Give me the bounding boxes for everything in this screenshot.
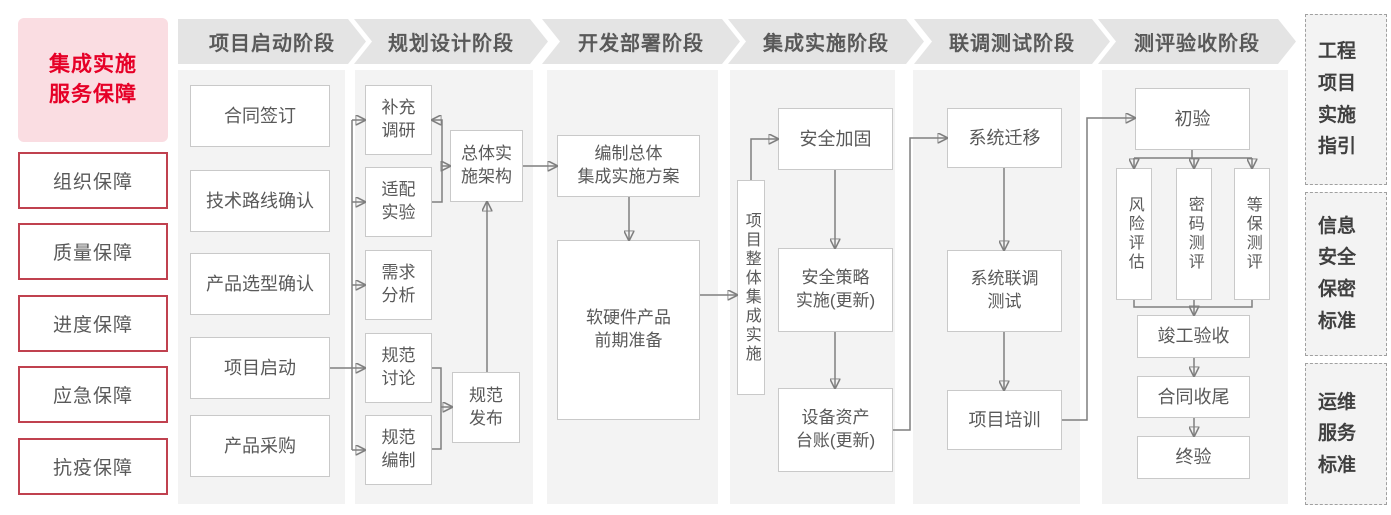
- standard-row: 标准: [1318, 454, 1357, 476]
- box-line: 测试: [987, 292, 1022, 311]
- box-spec-discussion: 规范 讨论: [365, 333, 432, 403]
- phase-header-acceptance: 测评验收阶段: [1098, 19, 1296, 64]
- box-classified-protection-evaluation: 等保测评: [1234, 168, 1270, 300]
- standard-row: 实施: [1318, 104, 1357, 126]
- box-spec-drafting: 规范 编制: [365, 415, 432, 485]
- box-line: 编制总体: [594, 144, 663, 164]
- box-overall-implementation-architecture: 总体实 施架构: [450, 130, 523, 202]
- box-security-policy-update: 安全策略 实施(更新): [778, 248, 893, 332]
- box-line: 发布: [469, 408, 503, 428]
- sidebar-item-quality: 质量保障: [18, 223, 168, 280]
- box-line: 实验: [381, 203, 416, 222]
- box-line: 施架构: [461, 167, 512, 186]
- box-product-selection-confirm: 产品选型确认: [190, 253, 330, 315]
- standard-row: 指引: [1318, 136, 1357, 158]
- standard-row: 项目: [1318, 72, 1357, 94]
- box-line: 编制: [381, 451, 416, 470]
- standard-project-implementation-guide: 工程 项目 实施 指引: [1305, 14, 1387, 185]
- standard-row: 工程: [1318, 41, 1357, 63]
- box-line: 软硬件产品: [586, 308, 671, 328]
- box-line: 设备资产: [801, 408, 870, 428]
- sidebar-title-line1: 集成实施: [49, 52, 137, 76]
- standard-infosec-confidentiality: 信息 安全 保密 标准: [1305, 192, 1387, 356]
- sidebar-title: 集成实施 服务保障: [18, 18, 168, 142]
- sidebar-item-epidemic: 抗疫保障: [18, 438, 168, 495]
- standard-row: 安全: [1318, 247, 1357, 269]
- box-project-training: 项目培训: [947, 390, 1062, 450]
- box-risk-assessment: 风险评估: [1116, 168, 1152, 300]
- box-adaptation-experiment: 适配 实验: [365, 167, 432, 237]
- box-tech-route-confirm: 技术路线确认: [190, 170, 330, 232]
- box-line: 规范: [469, 385, 503, 405]
- box-equipment-asset-ledger: 设备资产 台账(更新): [778, 388, 893, 472]
- box-line: 需求: [381, 263, 416, 283]
- box-line: 调研: [381, 121, 416, 140]
- box-security-hardening: 安全加固: [778, 108, 893, 170]
- sidebar-item-schedule: 进度保障: [18, 295, 168, 352]
- box-line: 分析: [381, 286, 416, 305]
- box-line: 补充: [381, 98, 416, 118]
- box-crypto-evaluation: 密码测评: [1176, 168, 1212, 300]
- phase-header-planning: 规划设计阶段: [354, 19, 548, 64]
- box-line: 规范: [381, 428, 416, 448]
- box-overall-integration-plan: 编制总体 集成实施方案: [557, 135, 700, 197]
- box-requirement-analysis: 需求 分析: [365, 250, 432, 320]
- standard-row: 运维: [1318, 391, 1357, 413]
- box-spec-release: 规范 发布: [452, 372, 520, 443]
- box-hardware-software-preparation: 软硬件产品 前期准备: [557, 240, 700, 420]
- box-overall-project-integration: 项目整体集成实施: [737, 180, 765, 395]
- sidebar-item-organization: 组织保障: [18, 152, 168, 209]
- box-system-migration: 系统迁移: [947, 108, 1062, 168]
- box-line: 适配: [381, 180, 416, 200]
- phase-header-testing: 联调测试阶段: [914, 19, 1110, 64]
- standard-row: 标准: [1318, 310, 1357, 332]
- standard-row: 服务: [1318, 423, 1357, 445]
- sidebar-title-line2: 服务保障: [49, 83, 137, 106]
- box-contract-closeout: 合同收尾: [1137, 376, 1250, 418]
- box-line: 规范: [381, 346, 416, 366]
- phase-header-integration: 集成实施阶段: [728, 19, 924, 64]
- box-final-acceptance: 终验: [1137, 436, 1250, 479]
- box-line: 台账(更新): [795, 431, 876, 450]
- phase-header-development: 开发部署阶段: [542, 19, 740, 64]
- box-line: 讨论: [381, 369, 416, 388]
- box-project-kickoff: 项目启动: [190, 337, 330, 399]
- box-line: 安全策略: [801, 268, 870, 288]
- box-line: 总体实: [461, 144, 512, 164]
- box-system-joint-testing: 系统联调 测试: [947, 250, 1062, 332]
- box-completion-acceptance: 竣工验收: [1137, 315, 1250, 358]
- box-product-procurement: 产品采购: [190, 415, 330, 477]
- box-line: 实施(更新): [795, 291, 876, 310]
- phase-header-startup: 项目启动阶段: [178, 19, 366, 64]
- box-line: 系统联调: [970, 269, 1039, 289]
- box-line: 前期准备: [594, 331, 663, 350]
- standard-row: 信息: [1318, 215, 1357, 237]
- box-initial-acceptance: 初验: [1135, 88, 1250, 150]
- sidebar-item-emergency: 应急保障: [18, 366, 168, 423]
- standard-row: 保密: [1318, 279, 1357, 300]
- box-line: 集成实施方案: [577, 167, 680, 186]
- box-contract-signing: 合同签订: [190, 85, 330, 147]
- standard-ops-service: 运维 服务 标准: [1305, 363, 1387, 505]
- box-supplementary-research: 补充 调研: [365, 85, 432, 155]
